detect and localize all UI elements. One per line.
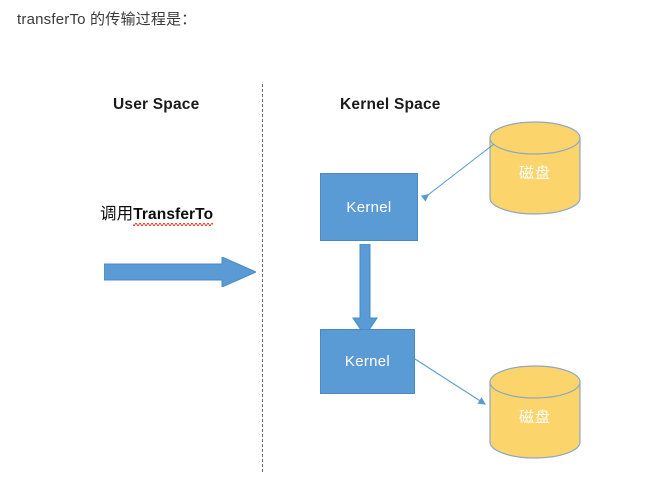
cylinder-body-shape	[489, 137, 581, 215]
kernel-box-top[interactable]: Kernel	[320, 173, 418, 241]
kernel-box-top-label: Kernel	[346, 198, 392, 216]
connector-line	[414, 358, 486, 405]
cylinder-top-ellipse	[489, 121, 581, 155]
call-label-method-name: TransferTo	[133, 206, 214, 223]
down-arrow-icon	[352, 243, 378, 337]
kernel-box-bottom-label: Kernel	[344, 353, 391, 370]
transfer-to-call-arrow-svg	[103, 256, 258, 288]
kernel-to-kernel-arrow-svg	[352, 243, 378, 337]
disk-cylinder-bottom[interactable]: 磁盘	[489, 365, 581, 459]
disk-cylinder-bottom-svg	[489, 365, 581, 459]
cylinder-top-ellipse	[489, 365, 581, 399]
call-label-cjk-text: 调用	[100, 205, 134, 223]
disk-cylinder-top-svg	[489, 121, 581, 215]
connector-line	[420, 143, 495, 202]
user-space-heading: User Space	[113, 96, 200, 113]
transfer-to-call-label: 调用TransferTo	[100, 200, 213, 224]
kernel-to-kernel-arrow	[352, 243, 378, 337]
kernel-box-bottom[interactable]: Kernel	[320, 329, 415, 394]
page-caption: transferTo 的传输过程是：	[17, 11, 197, 28]
kernel-space-heading: Kernel Space	[340, 96, 441, 113]
right-arrow-icon	[103, 256, 258, 288]
cylinder-body-shape	[489, 381, 581, 459]
disk-cylinder-top[interactable]: 磁盘	[489, 121, 581, 215]
transfer-to-call-arrow	[103, 256, 258, 288]
user-kernel-boundary-divider	[262, 84, 263, 472]
